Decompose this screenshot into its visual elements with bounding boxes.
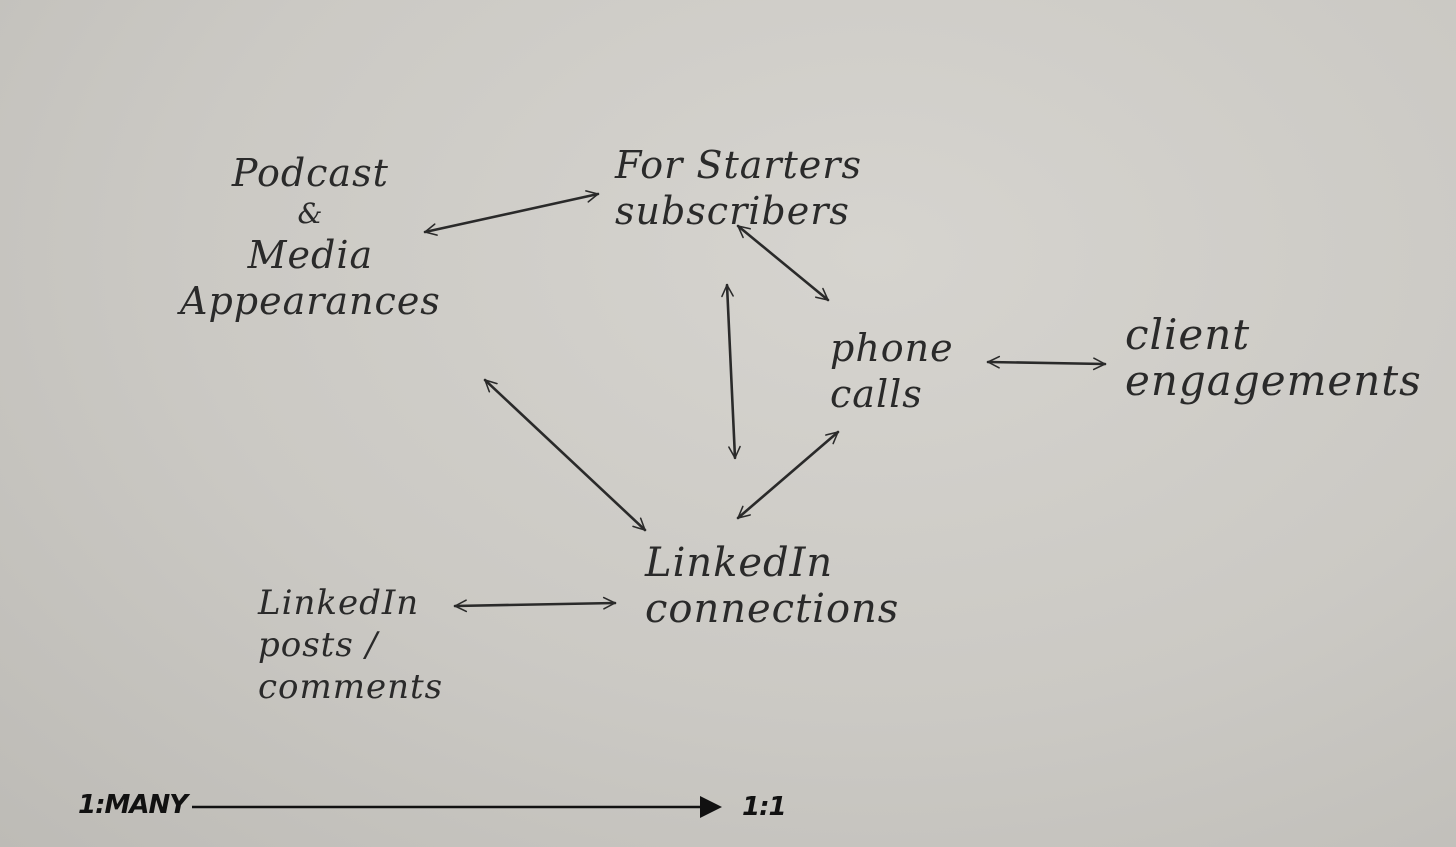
edge-subscribers-phone	[736, 224, 830, 302]
node-phone-line-2: calls	[830, 372, 923, 416]
scale-label-one-to-one: 1:1	[742, 792, 787, 822]
node-phone-line-1: phone	[830, 326, 954, 370]
node-client-line-1: client	[1125, 310, 1251, 359]
node-subscribers-line-2: subscribers	[615, 189, 850, 233]
node-posts-line-1: LinkedIn	[258, 583, 420, 623]
edge-posts-connections	[453, 596, 617, 613]
node-linkedin-connections: LinkedIn connections	[645, 540, 899, 632]
node-posts-line-3: comments	[258, 667, 444, 707]
node-podcast-line-4: Appearances	[180, 279, 441, 323]
edge-subscribers-connections	[721, 283, 741, 460]
scale-label-one-to-many: 1:MANY	[78, 790, 188, 820]
node-podcast-line-1: Podcast	[231, 151, 389, 195]
node-subscribers-line-1: For Starters	[615, 143, 862, 187]
edge-phone-connections	[736, 430, 840, 520]
node-posts-line-2: posts /	[258, 625, 379, 665]
node-phone-calls: phone calls	[830, 325, 954, 417]
edge-podcast-connections	[483, 378, 647, 532]
node-connections-line-2: connections	[645, 586, 900, 632]
node-podcast-line-2: &	[297, 197, 324, 230]
node-podcast-line-3: Media	[247, 233, 374, 277]
edge-podcast-subscribers	[423, 190, 600, 236]
node-client-engagements: client engagements	[1125, 312, 1422, 404]
edge-phone-client	[986, 355, 1107, 371]
node-client-line-2: engagements	[1125, 356, 1422, 405]
node-linkedin-posts-comments: LinkedIn posts / comments	[258, 582, 443, 708]
node-for-starters-subscribers: For Starters subscribers	[615, 142, 862, 234]
scale-arrow-head	[700, 796, 722, 818]
node-podcast-media-appearances: Podcast & Media Appearances	[180, 150, 441, 324]
node-connections-line-1: LinkedIn	[645, 540, 834, 586]
